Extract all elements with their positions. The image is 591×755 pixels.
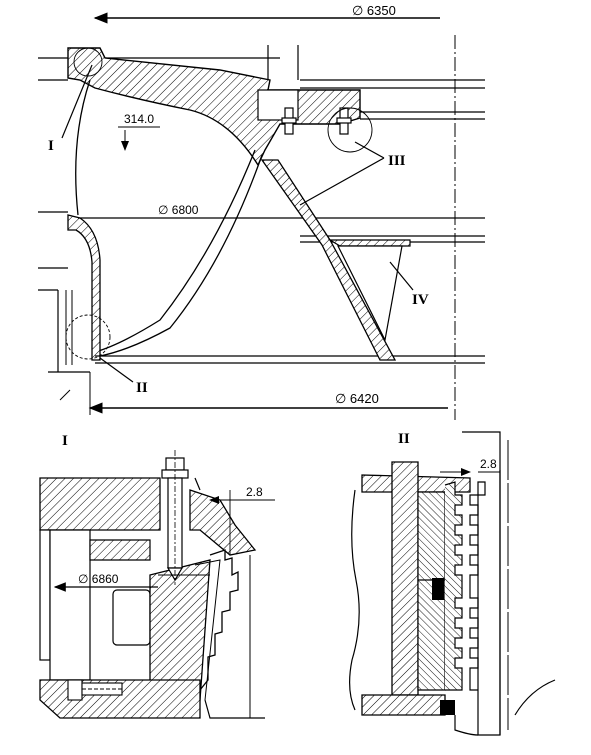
dim-6800-text: ∅ 6800: [158, 203, 199, 217]
cone-plate: [327, 239, 411, 247]
dimension-dia-6350: ∅ 6350: [93, 3, 440, 24]
lower-ring-section: [67, 214, 101, 361]
callout-iv: IV: [389, 261, 429, 308]
detail-ii-bottom-seal: [440, 700, 455, 715]
detail-i-dim-gap: 2.8: [209, 485, 275, 555]
callout-ii-label: II: [136, 380, 148, 396]
detail-i-dim-6860: ∅ 6860: [53, 572, 210, 592]
detail-i-teeth: [199, 549, 239, 691]
detail-ii-seal: [432, 578, 444, 600]
detail-i-bolt: [161, 450, 189, 585]
detail-i-top-plate-right: [189, 489, 257, 556]
bolts-iii: [281, 107, 352, 135]
detail-ii-view: II 2.8: [349, 431, 556, 736]
detail-ii-bottom-plate: [361, 694, 446, 716]
detail-ii-dim-gap-text: 2.8: [480, 457, 497, 471]
dimension-dia-6420: ∅ 6420: [88, 372, 448, 415]
upper-hub-section: [67, 47, 361, 167]
cone-iv: [337, 245, 403, 342]
callout-i-label: I: [48, 138, 54, 154]
detail-ii-teeth: [444, 481, 463, 691]
detail-i-view: I: [39, 433, 275, 719]
detail-ii-title: II: [398, 431, 410, 447]
detail-i-bottom-bolt: [67, 679, 123, 701]
detail-ii-wall: [391, 461, 419, 696]
band-lines: [78, 217, 485, 364]
runner-blade: [75, 79, 263, 357]
dim-6350-text: ∅ 6350: [352, 3, 396, 18]
callout-iv-label: IV: [412, 292, 429, 308]
dim-314-text: 314.0: [124, 112, 154, 126]
main-section-view: ∅ 6350: [38, 3, 485, 420]
dimension-314: 314.0: [118, 112, 160, 151]
diagonal-band: [260, 159, 397, 361]
callout-iii-label: III: [388, 153, 406, 169]
upper-casing: [38, 45, 485, 120]
dim-6420-text: ∅ 6420: [335, 391, 379, 406]
detail-i-wedge: [149, 559, 211, 701]
lower-casing: [38, 211, 90, 401]
callout-iii: III: [299, 141, 406, 206]
callout-i: I: [48, 47, 103, 154]
detail-ii-dim-gap: 2.8: [440, 457, 500, 476]
detail-circle-ii: [65, 314, 111, 360]
detail-i-top-plate: [39, 477, 161, 531]
detail-ii-break-line: [349, 489, 360, 711]
detail-circle-iii: [327, 107, 373, 153]
detail-i-dim-gap-text: 2.8: [246, 485, 263, 499]
callout-ii: II: [99, 357, 148, 396]
detail-i-title: I: [62, 433, 68, 449]
detail-i-dim-6860-text: ∅ 6860: [78, 572, 119, 586]
